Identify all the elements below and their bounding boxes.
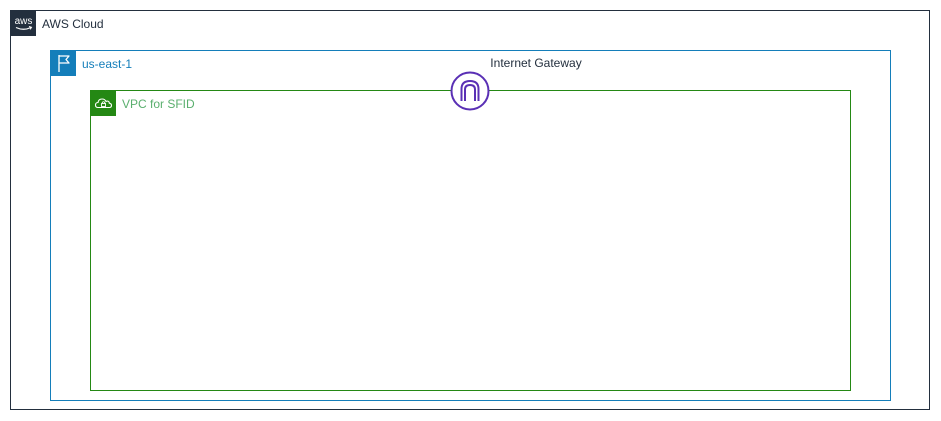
vpc-cloud-lock-icon: [91, 91, 116, 116]
vpc-group: VPC for SFID: [90, 90, 851, 391]
internet-gateway-icon: [450, 71, 490, 111]
svg-text:aws: aws: [15, 16, 33, 27]
aws-cloud-label: AWS Cloud: [42, 17, 104, 31]
internet-gateway-label: Internet Gateway: [490, 56, 582, 70]
region-group: us-east-1: [50, 50, 891, 401]
vpc-label: VPC for SFID: [122, 97, 195, 111]
aws-logo-icon: aws: [11, 11, 36, 36]
region-label: us-east-1: [82, 57, 133, 71]
region-flag-icon: [51, 51, 76, 76]
